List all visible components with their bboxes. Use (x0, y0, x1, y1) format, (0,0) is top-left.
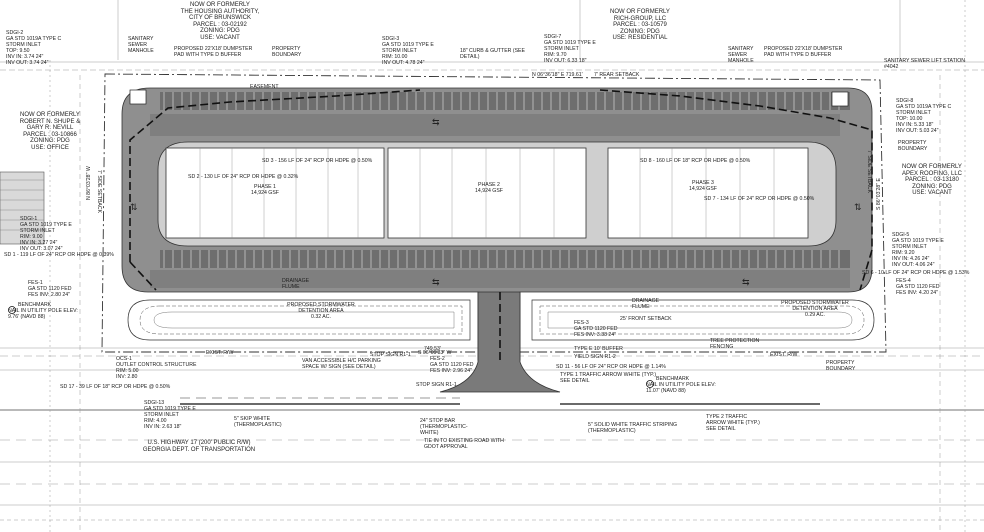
pipe-sd17-label: SD 17 - 39 LF OF 18" RCP OR HDPE @ 0.50% (60, 384, 171, 390)
drainage-flume-right: DRAINAGE FLUME (632, 298, 660, 310)
property-boundary-top-callout: PROPERTY BOUNDARY (272, 46, 302, 58)
property-boundary (101, 73, 887, 353)
benchmark-right: BENCHMARK NAIL IN UTILITY POLE ELEV: 11.… (646, 376, 716, 394)
exist-rw-right: EXIST. R/W (770, 352, 798, 358)
building-phase-1 (165, 147, 385, 239)
highway-striping (180, 397, 820, 405)
tie-in-label: TIE IN TO EXISTING ROAD WITH GDOT APPROV… (424, 438, 504, 450)
sanitary-manhole-left: SANITARY SEWER MANHOLE (128, 36, 154, 54)
owner-housing-authority: NOW OR FORMERLY THE HOUSING AUTHORITY, C… (180, 2, 260, 41)
easement-label: EASEMENT (250, 84, 279, 90)
highway-label: U.S. HIGHWAY 17 (200' PUBLIC R/W) GEORGI… (142, 440, 256, 453)
yield-sign-label: YIELD SIGN R1-2 (574, 354, 616, 360)
dumpster-pad-right (831, 91, 849, 107)
drive-aisle-bottom (150, 270, 850, 288)
pipe-sd11-label: SD 11 - 56 LF OF 24" RCP OR HDPE @ 1.14% (556, 364, 666, 370)
drainage-flume-left: DRAINAGE FLUME (282, 278, 310, 290)
tree-protection-label: TREE PROTECTION FENCING (710, 338, 760, 350)
svg-text:⇆: ⇆ (742, 277, 750, 287)
drive-aisle-top (150, 114, 840, 136)
sanitary-manhole-right: SANITARY SEWER MANHOLE (728, 46, 754, 64)
pipe-sd8-label: SD 8 - 160 LF OF 18" RCP OR HDPE @ 0.50% (640, 158, 751, 164)
detention-area-left (127, 299, 471, 341)
owner-rich-group: NOW OR FORMERLY RICH-GROUP, LLC PARCEL :… (610, 9, 670, 41)
svg-text:⇅: ⇅ (130, 202, 138, 212)
bearing-rear: N 06°36'18" E 719.61' (532, 72, 583, 78)
pipe-sd3-label: SD 3 - 156 LF OF 24" RCP OR HDPE @ 0.50% (262, 158, 373, 164)
storm-pipe-network (129, 89, 873, 360)
dumpster-left-callout: PROPOSED 22'x18' DUMPSTER PAD WITH TYPE … (174, 46, 253, 58)
bearing-front: S 06°09'33" W (418, 350, 452, 356)
front-setback-label: 25' FRONT SETBACK (620, 316, 672, 322)
property-boundary-right-callout: PROPERTY BOUNDARY (898, 140, 928, 152)
owner-shupe-nevill: NOW OR FORMERLY ROBERT N. SHUPE & GARY R… (19, 112, 81, 151)
detention-area-right (531, 299, 875, 341)
pipe-sd1-label: SD 1 - 119 LF OF 24" RCP OR HDPE @ 0.39% (4, 252, 114, 258)
pipe-sd2-label: SD 2 - 130 LF OF 24" RCP OR HDPE @ 0.32% (188, 174, 299, 180)
pipe-sd6-label: SD 6 - 10 LF OF 24" RCP OR HDPE @ 1.53% (862, 270, 970, 276)
benchmark-left: BENCHMARK NAIL IN UTILITY POLE ELEV: 9.7… (8, 302, 78, 320)
pipe-sd7-label: SD 7 - 134 LF OF 24" RCP OR HDPE @ 0.50% (704, 196, 815, 202)
van-accessible-label: VAN ACCESSIBLE H/C PARKING SPACE W/ SIGN… (302, 358, 381, 370)
traffic-arrow-type1: TYPE 1 TRAFFIC ARROW WHITE (TYP.) SEE DE… (560, 372, 657, 384)
svg-text:⇅: ⇅ (854, 202, 862, 212)
svg-text:⇆: ⇆ (432, 117, 440, 127)
building-phase-3 (607, 147, 809, 239)
bearing-front-dist: 749.53' (424, 346, 441, 352)
rear-setback-label: 7' REAR SETBACK (594, 72, 640, 78)
svg-text:⇆: ⇆ (432, 277, 440, 287)
stop-sign-bottom: STOP SIGN R1-1 (416, 382, 457, 388)
building-phase-2 (387, 147, 587, 239)
property-boundary-bottom-callout: PROPERTY BOUNDARY (826, 360, 856, 372)
skip-white-label: 5" SKIP WHITE (THERMOPLASTIC) (234, 416, 282, 428)
stop-sign-top: STOP SIGN R1-1 (370, 352, 411, 358)
side-setback-right: 7' SIDE SETBACK (866, 150, 872, 194)
detention-left-label: PROPOSED STORMWATER DETENTION AREA 0.32 … (287, 302, 355, 320)
detention-right-label: PROPOSED STORMWATER DETENTION AREA 0.29 … (781, 300, 849, 318)
owner-apex-roofing: NOW OR FORMERLY APEX ROOFING, LLC PARCEL… (901, 164, 962, 196)
solid-white-label: 5" SOLID WHITE TRAFFIC STRIPING (THERMOP… (588, 422, 678, 434)
curb-gutter-callout: 18" CURB & GUTTER (SEE DETAIL) (460, 48, 525, 60)
benchmark-symbols (8, 306, 654, 388)
dumpster-right-callout: PROPOSED 22'x18' DUMPSTER PAD WITH TYPE … (764, 46, 843, 58)
side-setback-left: 7' SIDE SETBACK (96, 170, 102, 214)
traffic-arrows: ⇆ ⇆ ⇆ ⇅ ⇅ (130, 117, 862, 287)
stop-bar-label: 24" STOP BAR (THERMOPLASTIC-WHITE) (420, 418, 468, 436)
buffer-10-label: TYPE E 10' BUFFER (574, 346, 623, 352)
traffic-arrow-type2: TYPE 2 TRAFFIC ARROW WHITE (TYP.) SEE DE… (706, 414, 760, 432)
dumpster-pad-left (129, 89, 147, 105)
adjacent-office-building (0, 171, 45, 245)
stall-lines (163, 92, 840, 268)
bearing-east: S 86°03'28" E (876, 177, 882, 210)
sanitary-lift-station: SANITARY SEWER LIFT STATION #4042 (884, 58, 965, 70)
exist-rw-left: EXIST. R/W (206, 350, 234, 356)
bearing-west: N 86°03'28" W (86, 166, 92, 200)
